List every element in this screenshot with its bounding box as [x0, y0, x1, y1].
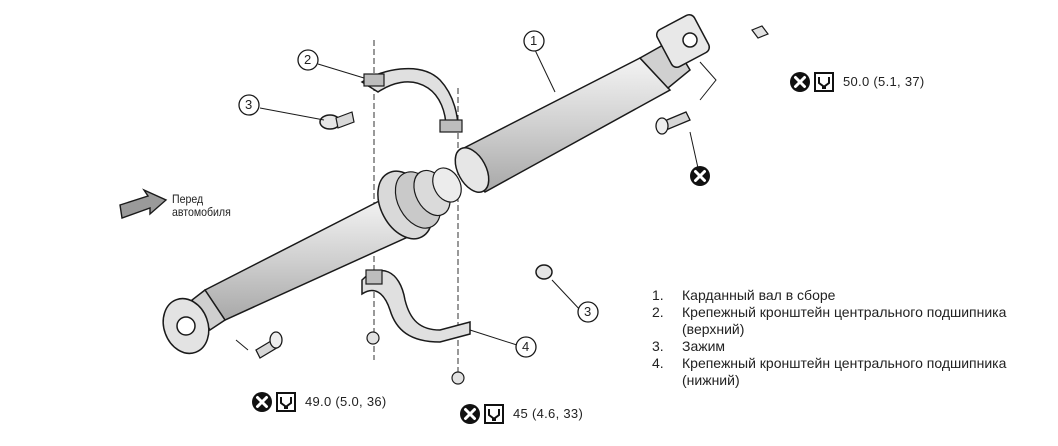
callout-ring: [515, 336, 537, 358]
callout-ring: [297, 49, 319, 71]
torque-bracket: [458, 402, 504, 426]
legend-text: Карданный вал в сборе: [682, 287, 836, 303]
nuts: [366, 25, 769, 385]
torque-wrench-icon: [484, 404, 504, 424]
front-label-line1: Перед: [172, 192, 204, 206]
legend-num: 2.: [652, 304, 664, 320]
torque-front: [250, 390, 296, 414]
torque-value-bracket: 45 (4.6, 33): [513, 406, 584, 421]
callout-ring: [523, 30, 545, 52]
front-arrow-icon: [119, 188, 168, 219]
legend-item: 2. Крепежный кронштейн центрального подш…: [652, 304, 1052, 338]
legend-num: 4.: [652, 355, 664, 371]
do-not-reuse-icon: [688, 164, 712, 188]
rear-flange: [638, 13, 711, 90]
torque-value-front: 49.0 (5.0, 36): [305, 394, 387, 409]
legend-item: 3. Зажим: [652, 338, 1052, 355]
leader-lines: [235, 49, 717, 351]
torque-wrench-icon: [276, 392, 296, 412]
torque-wrench-icon: [814, 72, 834, 92]
parts-legend: 1. Карданный вал в сборе 2. Крепежный кр…: [652, 287, 1052, 389]
do-not-reuse-icon: [788, 70, 812, 94]
callout-ring: [577, 301, 599, 323]
clip-lower: [535, 264, 553, 280]
rear-bolt: [655, 111, 691, 135]
callout-2: 2: [304, 52, 312, 67]
clip-upper: [319, 111, 355, 130]
legend-text: Зажим: [682, 338, 726, 354]
callout-ring: [238, 94, 260, 116]
front-of-vehicle-label: Перед автомобиля: [172, 193, 231, 219]
legend-text: Крепежный кронштейн центрального подшипн…: [682, 355, 1007, 388]
torque-value-rear: 50.0 (5.1, 37): [843, 74, 925, 89]
center-bearing: [377, 167, 462, 240]
legend-num: 3.: [652, 338, 664, 354]
rear-tube: [454, 57, 672, 194]
rear-bolt-mark: [688, 164, 712, 188]
front-bolt: [255, 331, 283, 359]
upper-bracket: [360, 67, 463, 133]
callout-3-upper: 3: [245, 97, 253, 112]
lower-bracket: [361, 269, 471, 343]
torque-rear: [788, 70, 834, 94]
front-tube: [203, 197, 412, 321]
legend-item: 4. Крепежный кронштейн центрального подш…: [652, 355, 1052, 389]
legend-text: Крепежный кронштейн центрального подшипн…: [682, 304, 1007, 337]
legend-item: 1. Карданный вал в сборе: [652, 287, 1052, 304]
front-label-line2: автомобиля: [172, 205, 231, 219]
callout-1: 1: [530, 33, 538, 48]
do-not-reuse-icon: [250, 390, 274, 414]
callout-4: 4: [522, 339, 530, 354]
legend-num: 1.: [652, 287, 664, 303]
front-flange: [162, 288, 227, 355]
callout-3-lower: 3: [584, 304, 592, 319]
do-not-reuse-icon: [458, 402, 482, 426]
